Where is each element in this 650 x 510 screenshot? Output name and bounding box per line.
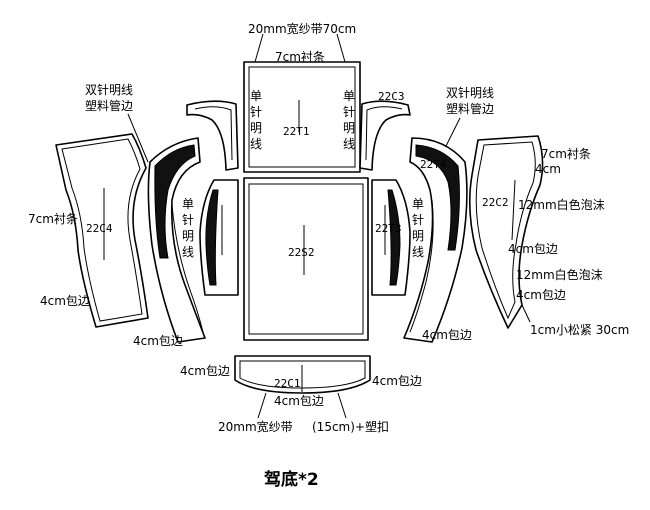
piece-22c4: 22C4 — [55, 133, 149, 328]
label-double-stitch-right-2: 塑料管边 — [446, 101, 494, 116]
label-left-bottom-edge: 4cm包边 — [133, 334, 183, 348]
label-right-foam-a: 12mm白色泡沫 — [518, 197, 605, 212]
label-right-edge-a: 4cm包边 — [508, 242, 558, 256]
piece-code-22t4: 22T4 — [420, 158, 447, 171]
label-right-edge-b: 4cm包边 — [516, 288, 566, 302]
svg-text:单: 单 — [182, 197, 194, 211]
label-left-lining: 7cm衬条 — [28, 212, 78, 226]
svg-text:明: 明 — [343, 121, 355, 135]
svg-text:单: 单 — [343, 89, 355, 103]
svg-text:线: 线 — [182, 245, 194, 259]
svg-text:线: 线 — [412, 245, 424, 259]
label-c1-left-edge: 4cm包边 — [180, 364, 230, 378]
label-top-lining: 7cm衬条 — [275, 50, 325, 64]
piece-code-22c1: 22C1 — [274, 377, 301, 390]
label-c1-bottom-edge: 4cm包边 — [274, 394, 324, 408]
svg-text:明: 明 — [412, 229, 424, 243]
piece-code-22t3: 22T3 — [375, 222, 402, 235]
label-top-tape: 20mm宽纱带70cm — [248, 21, 356, 36]
piece-code-22c4: 22C4 — [86, 222, 113, 235]
label-double-stitch-left-2: 塑料管边 — [85, 98, 133, 113]
label-double-stitch-right-1: 双针明线 — [446, 85, 494, 100]
piece-code-22s2: 22S2 — [288, 246, 315, 259]
svg-text:针: 针 — [343, 104, 355, 119]
label-right-4cm: 4cm — [535, 162, 561, 176]
piece-code-22c3: 22C3 — [378, 90, 405, 103]
piece-22t1: 22T1 — [243, 61, 361, 173]
bottom-tape-strap — [257, 392, 347, 419]
piece-22c3 — [359, 100, 411, 171]
label-bottom-tape-right: (15cm)+塑扣 — [312, 419, 389, 434]
label-right-bottom-edge: 4cm包边 — [422, 328, 472, 342]
piece-22c1: 22C1 — [234, 355, 371, 394]
label-elastic: 1cm小松紧 30cm — [530, 323, 629, 337]
svg-text:单: 单 — [250, 89, 262, 103]
piece-22t3 — [371, 179, 411, 296]
label-single-stitch-left: 单 针 明 线 — [182, 197, 194, 259]
label-single-stitch-t1-right: 单 针 明 线 — [343, 89, 355, 151]
label-double-stitch-left-1: 双针明线 — [85, 82, 133, 97]
svg-text:单: 单 — [412, 197, 424, 211]
svg-text:线: 线 — [343, 137, 355, 151]
svg-text:针: 针 — [250, 104, 262, 119]
svg-text:针: 针 — [182, 212, 194, 227]
label-c1-right-edge: 4cm包边 — [372, 374, 422, 388]
piece-code-22c2: 22C2 — [482, 196, 509, 209]
svg-text:明: 明 — [182, 229, 194, 243]
label-bottom-tape: 20mm宽纱带 — [218, 419, 293, 434]
diagram-title: 驾底*2 — [264, 469, 319, 490]
piece-22c2 — [468, 135, 544, 329]
piece-22t4 — [403, 137, 468, 343]
label-single-stitch-right: 单 针 明 线 — [412, 197, 424, 259]
label-left-edge: 4cm包边 — [40, 294, 90, 308]
piece-left-small-side — [199, 179, 239, 296]
label-single-stitch-t1-left: 单 针 明 线 — [250, 89, 262, 151]
svg-text:明: 明 — [250, 121, 262, 135]
svg-text:线: 线 — [250, 137, 262, 151]
label-right-lining: 7cm衬条 — [541, 147, 591, 161]
label-right-foam-b: 12mm白色泡沫 — [516, 267, 603, 282]
piece-left-crescent — [147, 137, 206, 343]
piece-code-22t1: 22T1 — [283, 125, 310, 138]
top-tape-strap — [254, 33, 346, 63]
svg-text:针: 针 — [412, 212, 424, 227]
piece-22s2: 22S2 — [243, 177, 369, 341]
piece-left-hook — [186, 100, 239, 171]
